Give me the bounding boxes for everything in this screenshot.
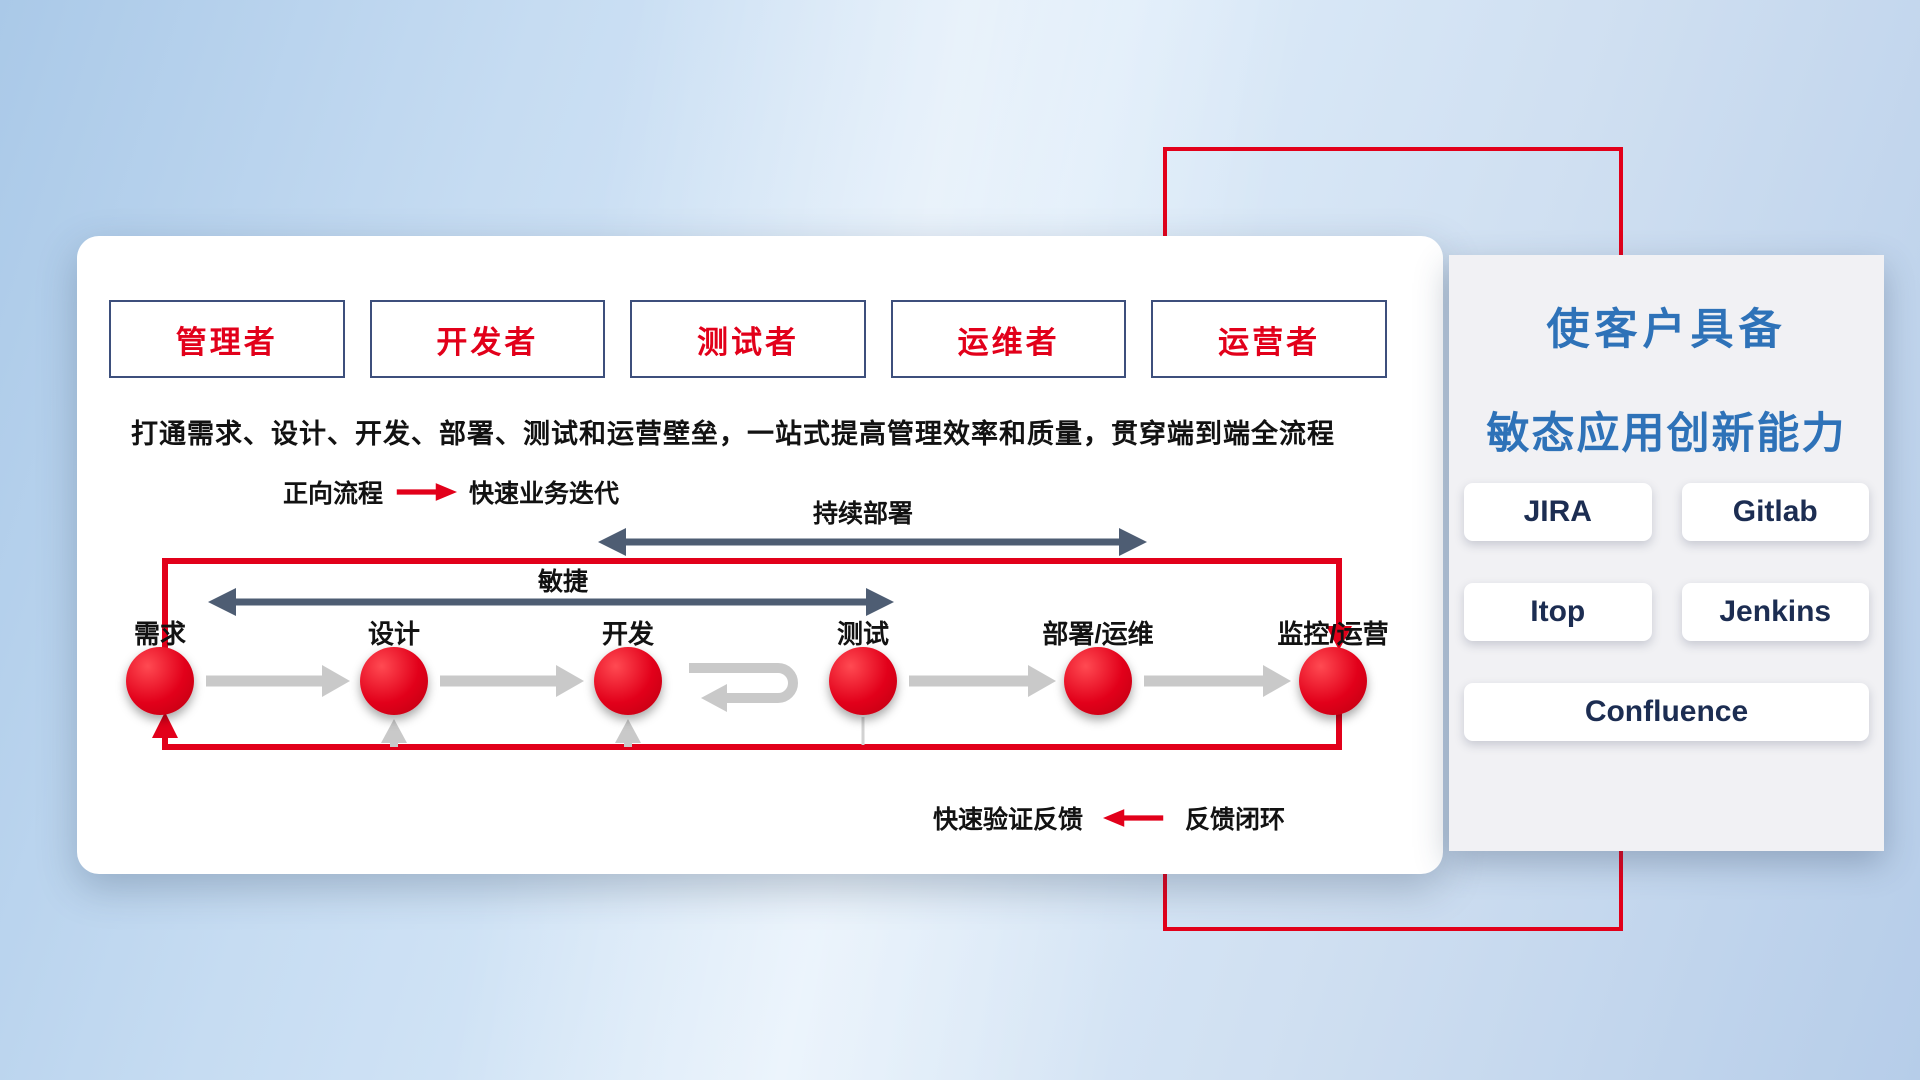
role-label: 运维者 xyxy=(957,324,1060,360)
tool-itop: Itop xyxy=(1464,583,1652,641)
agile-label: 敏捷 xyxy=(537,568,588,596)
flow-node-test xyxy=(829,647,897,715)
flow-node-deploy-ops xyxy=(1064,647,1132,715)
node-label-requirement: 需求 xyxy=(133,619,186,649)
role-box-manager: 管理者 xyxy=(109,300,345,378)
continuous-deployment-arrow xyxy=(598,528,1147,556)
tool-gitlab: Gitlab xyxy=(1681,483,1869,541)
tool-jenkins: Jenkins xyxy=(1681,583,1869,641)
feedback-up-arrow-icon xyxy=(615,719,641,747)
role-row: 管理者 开发者 测试者 运维者 运营者 xyxy=(109,300,1387,378)
flow-node-develop xyxy=(594,647,662,715)
step-arrow-icon xyxy=(440,665,584,697)
capability-panel: 使客户具备 敏态应用创新能力 JIRA Gitlab Itop Jenkins … xyxy=(1449,255,1884,851)
flow-node-requirement xyxy=(126,647,194,715)
flow-node-design xyxy=(360,647,428,715)
feedback-flow-line xyxy=(152,712,1342,750)
iteration-loop-icon xyxy=(689,663,798,712)
role-label: 开发者 xyxy=(436,324,539,360)
tool-confluence: Confluence xyxy=(1464,683,1869,741)
forward-flow-legend: 正向流程 快速业务迭代 xyxy=(283,474,619,510)
agile-arrow xyxy=(208,588,894,616)
forward-flow-legend-label: 正向流程 xyxy=(283,480,384,508)
forward-flow-line xyxy=(162,558,1352,650)
node-label-develop: 开发 xyxy=(601,619,654,649)
panel-title-line2: 敏态应用创新能力 xyxy=(1486,410,1847,458)
pipeline-description: 打通需求、设计、开发、部署、测试和运营壁垒，一站式提高管理效率和质量，贯穿端到端… xyxy=(131,419,1335,449)
step-arrow-icon xyxy=(206,665,350,697)
tool-jira: JIRA xyxy=(1464,483,1652,541)
forward-flow-legend-value: 快速业务迭代 xyxy=(469,480,620,508)
feedback-legend-label: 快速验证反馈 xyxy=(933,806,1084,834)
role-label: 测试者 xyxy=(696,324,799,360)
flow-node-monitor-operation xyxy=(1299,647,1367,715)
role-box-ops: 运维者 xyxy=(890,300,1127,378)
node-label-monitor-operation: 监控/运营 xyxy=(1277,619,1389,649)
role-box-tester: 测试者 xyxy=(630,300,866,378)
continuous-deployment-label: 持续部署 xyxy=(812,500,913,528)
panel-title-line1: 使客户具备 xyxy=(1546,306,1787,354)
role-box-developer: 开发者 xyxy=(369,300,606,378)
role-box-operator: 运营者 xyxy=(1151,300,1387,378)
main-card: 管理者 开发者 测试者 运维者 运营者 打通需求、设计、开发、部署、测试和运营壁… xyxy=(77,236,1443,874)
feedback-legend-value: 反馈闭环 xyxy=(1185,806,1286,834)
feedback-legend: 快速验证反馈 反馈闭环 xyxy=(933,800,1285,836)
flow-diagram-canvas xyxy=(152,528,1352,750)
role-label: 运营者 xyxy=(1218,324,1321,360)
node-label-test: 测试 xyxy=(836,619,889,649)
forward-arrow-icon xyxy=(396,483,458,501)
role-label: 管理者 xyxy=(175,324,278,360)
node-label-design: 设计 xyxy=(367,619,420,649)
feedback-arrow-icon xyxy=(1103,809,1164,827)
step-arrow-icon xyxy=(1144,665,1291,697)
node-label-deploy-ops: 部署/运维 xyxy=(1042,619,1154,649)
tool-grid: JIRA Gitlab Itop Jenkins Confluence xyxy=(1464,483,1869,741)
step-arrow-icon xyxy=(909,665,1056,697)
feedback-up-arrow-icon xyxy=(381,719,407,747)
